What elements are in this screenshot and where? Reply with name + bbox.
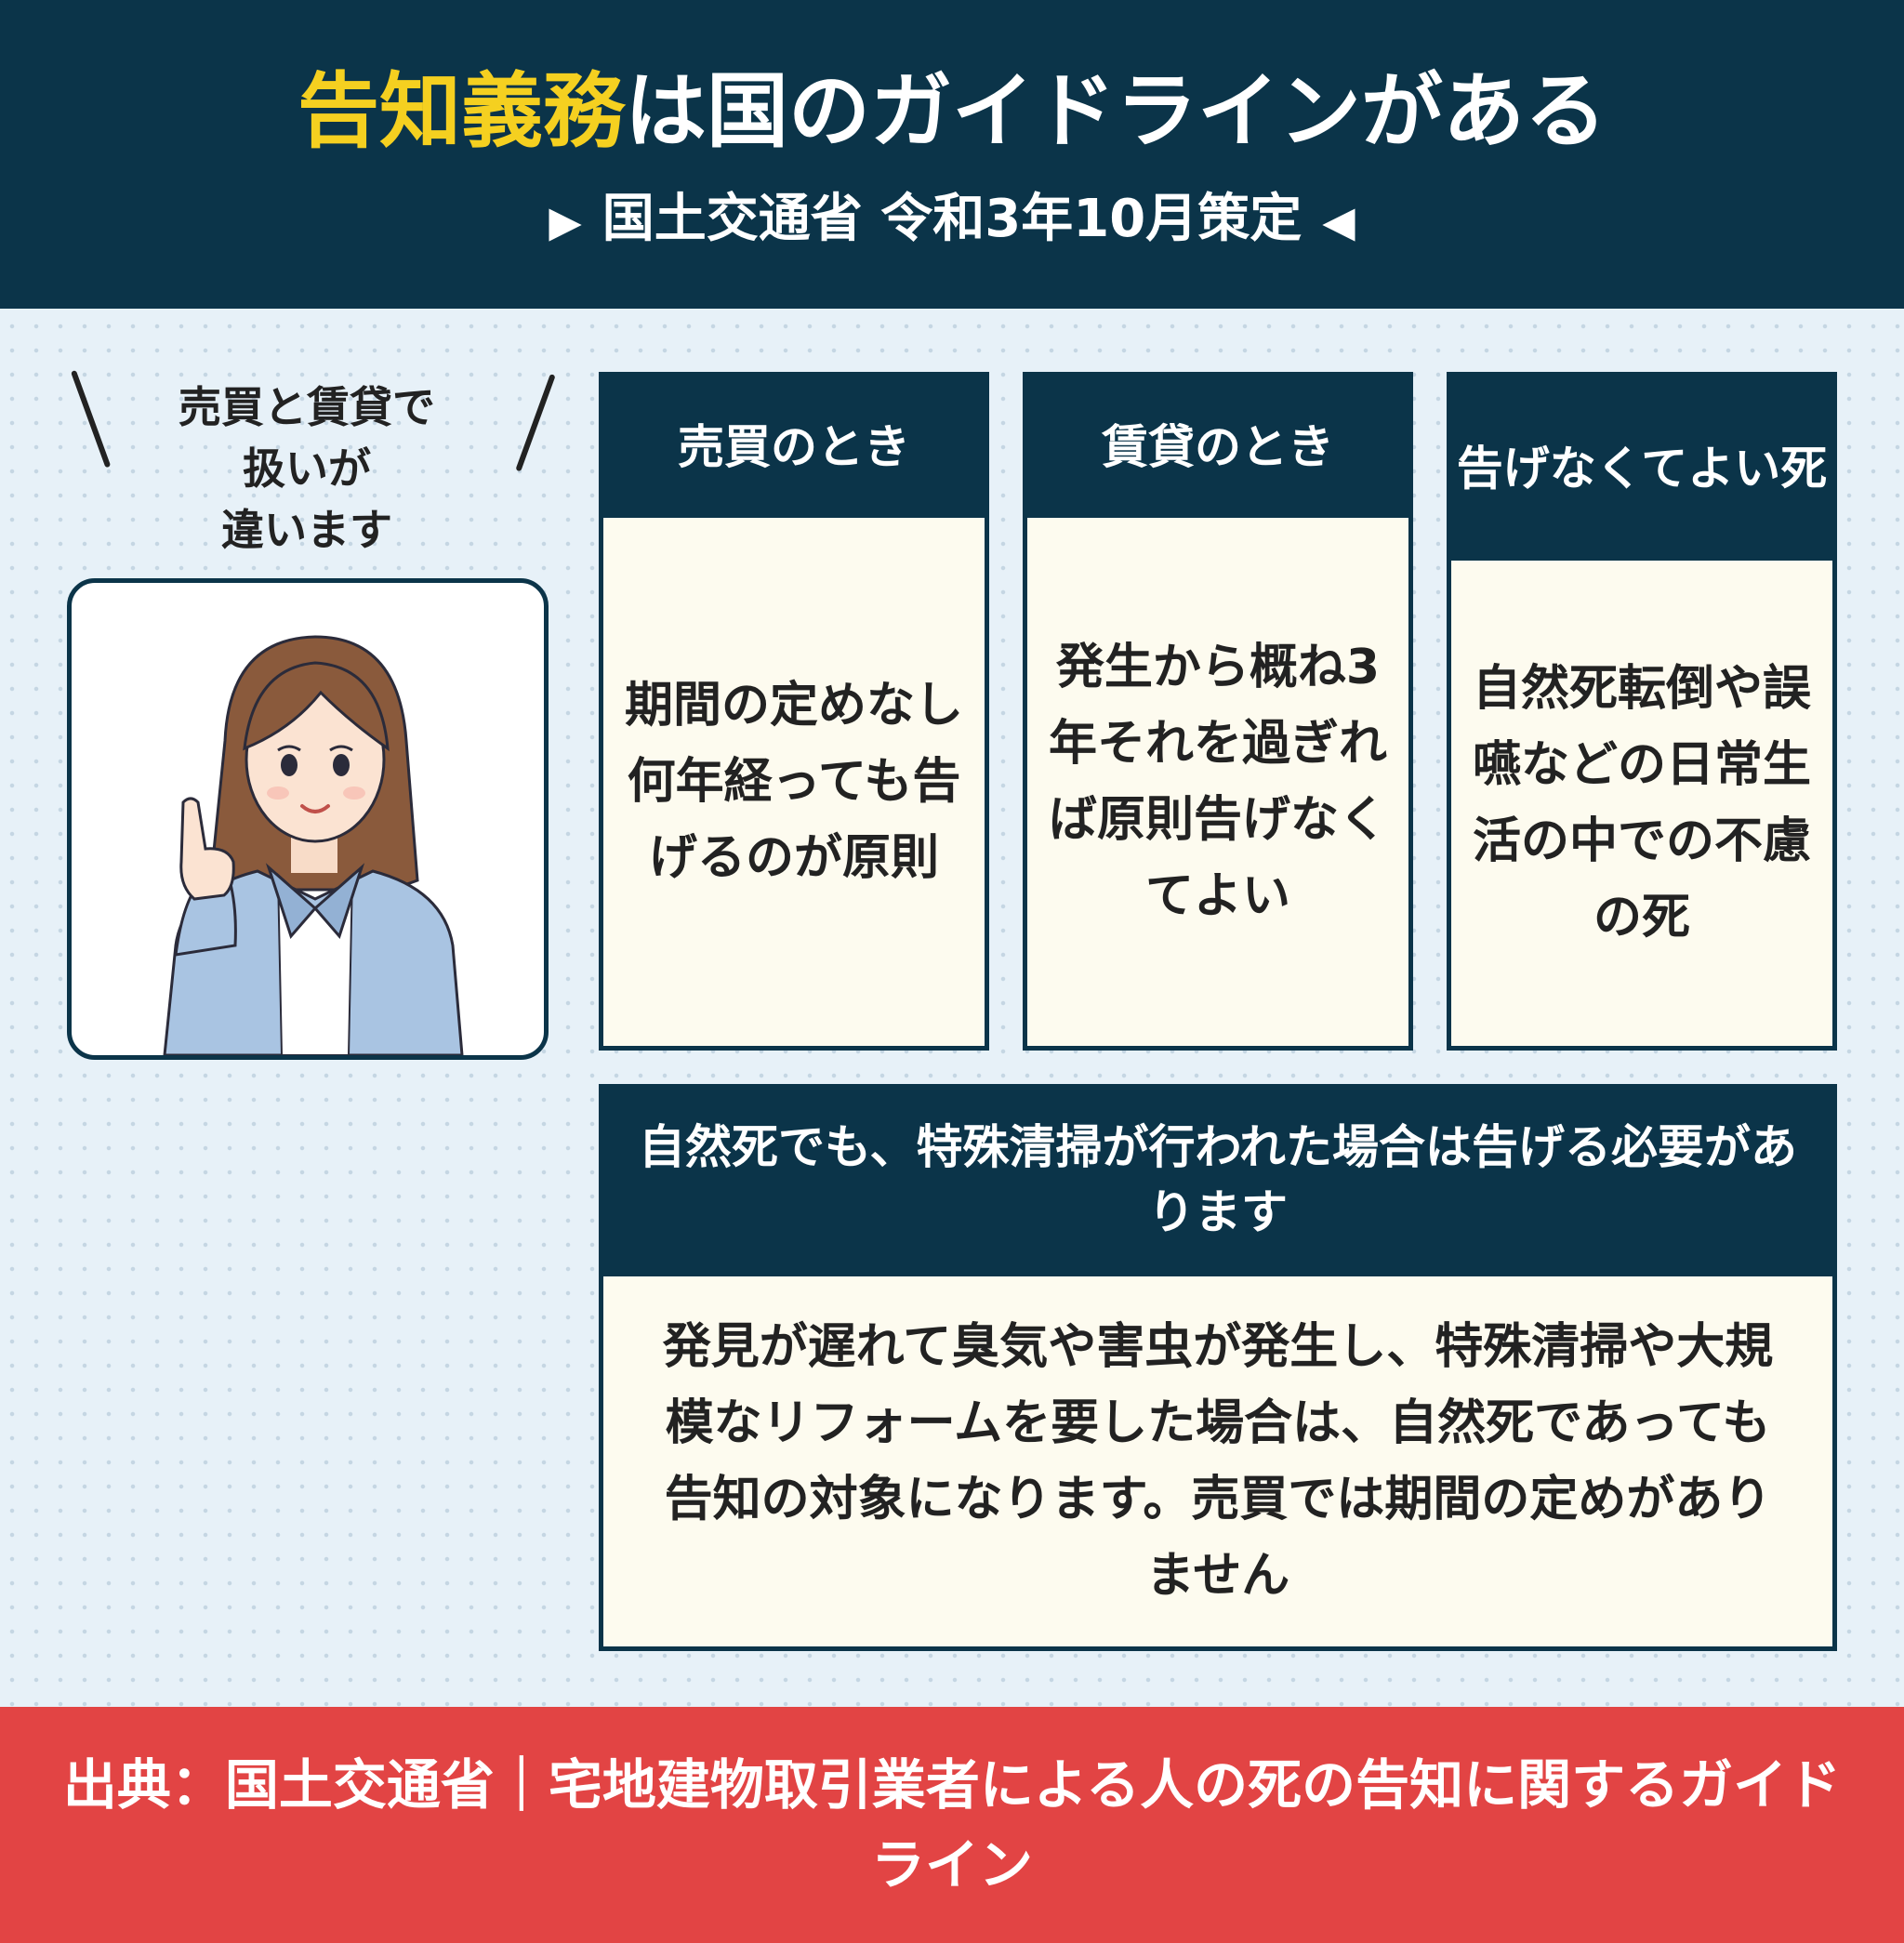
speech-line-2: 扱いが: [243, 443, 371, 494]
source-footer: 出典：国土交通省｜宅地建物取引業者による人の死の告知に関するガイドライン: [0, 1707, 1904, 1943]
play-left-icon: ◀: [1322, 196, 1355, 246]
card-exempt-title: 告げなくてよい死: [1451, 377, 1832, 561]
note-body: 発見が遅れて臭気や害虫が発生し、特殊清掃や大規模なリフォームを要した場合は、自然…: [662, 1319, 1774, 1604]
speech-line-3: 違います: [221, 505, 392, 555]
woman-pointing-illustration: [67, 578, 549, 1060]
subtitle-text: 国土交通省 令和3年10月策定: [602, 189, 1302, 249]
card-exempt-body: 自然死転倒や誤嚥などの日常生活の中での不慮の死: [1472, 661, 1811, 945]
card-rental: 賃貸のとき 発生から概ね3年それを過ぎれば原則告げなくてよい: [1023, 372, 1413, 1051]
source-text: 出典：国土交通省｜宅地建物取引業者による人の死の告知に関するガイドライン: [62, 1753, 1842, 1897]
card-exempt-death: 告げなくてよい死 自然死転倒や誤嚥などの日常生活の中での不慮の死: [1447, 372, 1837, 1051]
card-rental-title: 賃貸のとき: [1027, 377, 1408, 518]
page-title: 告知義務は国のガイドラインがある: [0, 56, 1904, 167]
card-sale: 売買のとき 期間の定めなし何年経っても告げるのが原則: [599, 372, 989, 1051]
speech-line-1: 売買と賃貸で: [178, 382, 435, 432]
special-cleaning-note: 自然死でも、特殊清掃が行われた場合は告げる必要があります 発見が遅れて臭気や害虫…: [599, 1084, 1837, 1651]
card-sale-body: 期間の定めなし何年経っても告げるのが原則: [624, 678, 963, 886]
card-rental-body: 発生から概ね3年それを過ぎれば原則告げなくてよい: [1048, 640, 1387, 924]
speech-caption: 売買と賃貸で 扱いが 違います: [84, 377, 530, 561]
note-title: 自然死でも、特殊清掃が行われた場合は告げる必要があります: [603, 1089, 1832, 1276]
play-right-icon: ▶: [549, 196, 582, 246]
page-subtitle: ▶ 国土交通省 令和3年10月策定 ◀: [0, 182, 1904, 258]
header-banner: 告知義務は国のガイドラインがある ▶ 国土交通省 令和3年10月策定 ◀: [0, 0, 1904, 309]
title-rest: は国のガイドラインがある: [625, 63, 1607, 159]
card-sale-title: 売買のとき: [603, 377, 985, 518]
title-highlight: 告知義務: [297, 63, 625, 159]
